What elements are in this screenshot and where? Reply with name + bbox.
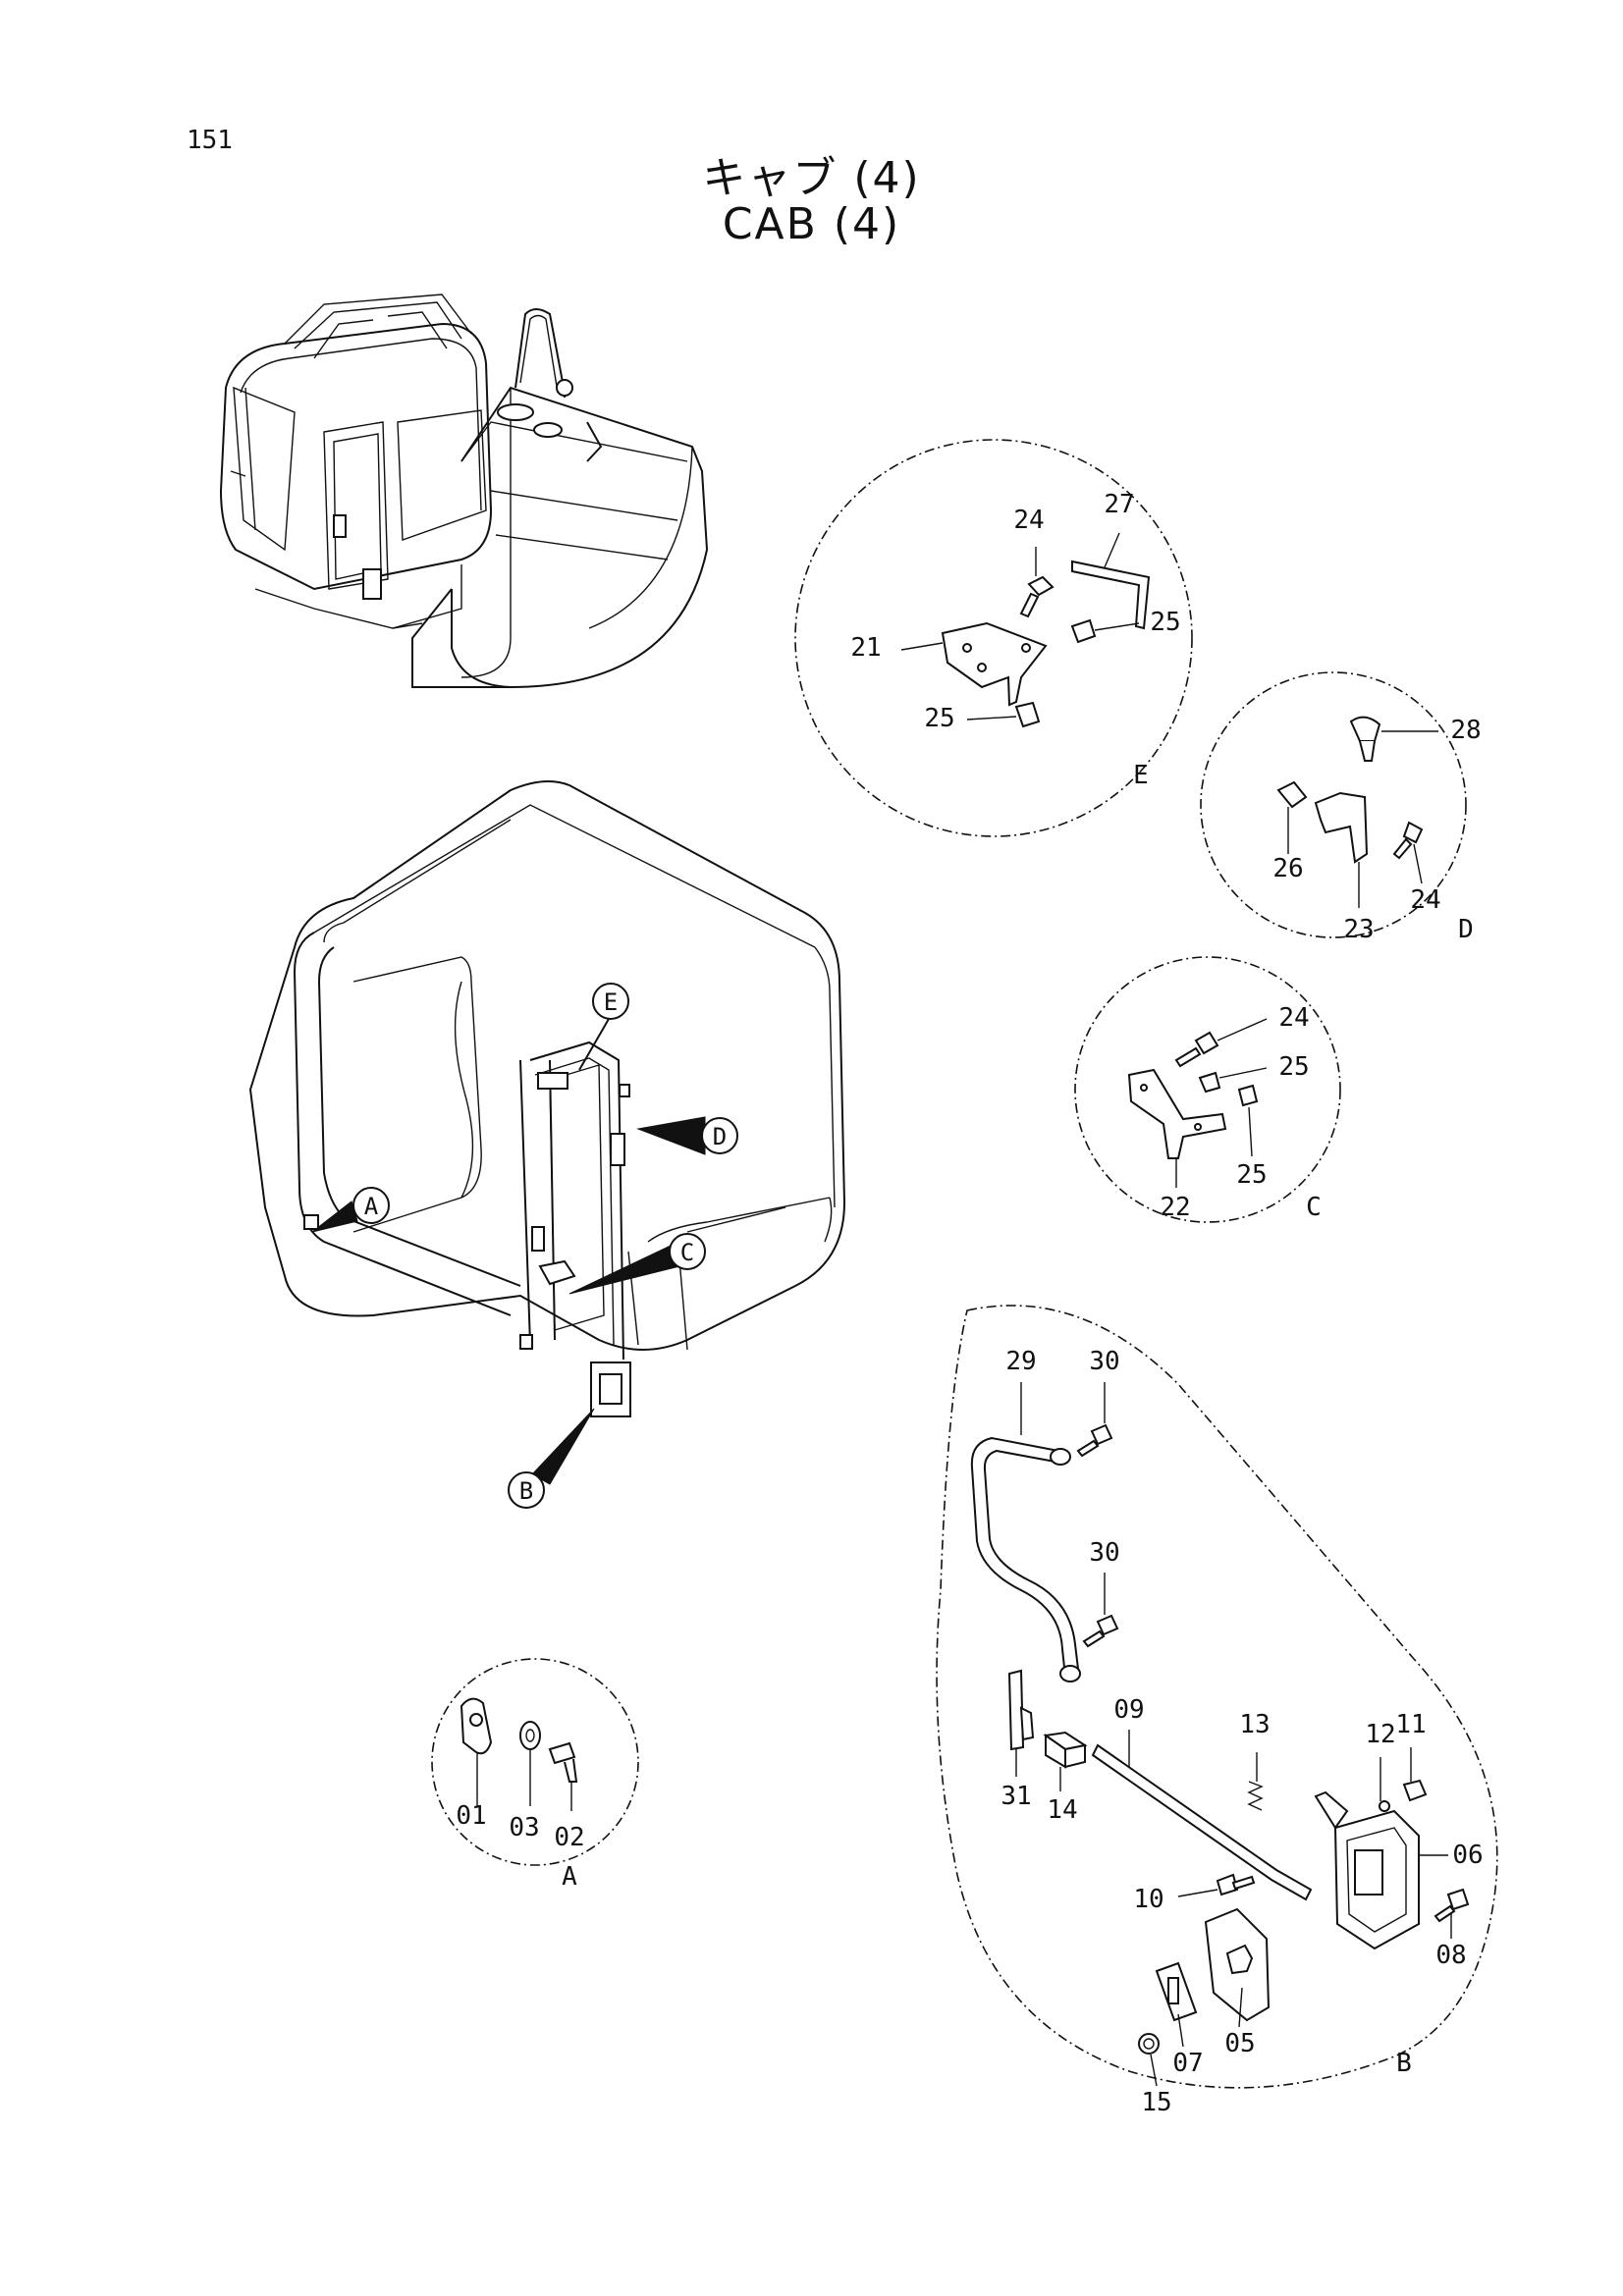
- page-number: 151: [187, 126, 233, 155]
- part-24-bolt: [1027, 575, 1055, 597]
- detail-A-part-03: 03: [509, 1813, 539, 1842]
- detail-B-part-14: 14: [1047, 1795, 1077, 1825]
- detail-B-part-11: 11: [1395, 1710, 1426, 1739]
- part-27-key: [1071, 560, 1151, 630]
- detail-C-label: C: [1306, 1193, 1322, 1222]
- callout-D[interactable]: D: [636, 1116, 738, 1155]
- detail-C-part-25-lower: 25: [1236, 1160, 1267, 1190]
- part-25-nut-lower: [1014, 701, 1041, 728]
- part-08-bolt: [1446, 1888, 1470, 1911]
- detail-B-label: B: [1396, 2049, 1412, 2078]
- detail-E-part-25-lower: 25: [924, 704, 954, 733]
- detail-C-part-22: 22: [1160, 1193, 1190, 1222]
- part-02-screw: [548, 1741, 576, 1765]
- part-31-link: [1007, 1669, 1025, 1751]
- part-30-bolt-upper: [1090, 1423, 1113, 1446]
- detail-B-part-08: 08: [1435, 1941, 1466, 1970]
- detail-A-part-01: 01: [456, 1801, 486, 1831]
- part-30-bolt-lower: [1096, 1614, 1119, 1636]
- callout-E[interactable]: E: [578, 983, 629, 1071]
- detail-D: 28 26 23 24 D: [1200, 671, 1482, 944]
- cab-main-illustration: [248, 780, 846, 1417]
- detail-C-part-25: 25: [1278, 1052, 1309, 1082]
- part-24-bolt-D: [1402, 821, 1424, 844]
- detail-B-part-13: 13: [1239, 1710, 1270, 1739]
- page-title-english: CAB (4): [722, 199, 901, 249]
- detail-B-part-10: 10: [1133, 1885, 1163, 1914]
- detail-E-part-24: 24: [1013, 506, 1044, 535]
- callout-E-label: E: [604, 988, 618, 1016]
- detail-A-label: A: [562, 1862, 577, 1892]
- callout-B-label: B: [519, 1477, 533, 1505]
- callout-C-label: C: [680, 1239, 694, 1266]
- callout-D-label: D: [713, 1123, 727, 1150]
- detail-D-part-23: 23: [1343, 915, 1374, 944]
- detail-B-part-30-upper: 30: [1089, 1347, 1119, 1376]
- detail-E: 24 27 21 25 25 E: [794, 439, 1193, 837]
- part-26-nut: [1276, 780, 1308, 809]
- part-09-rod: [1091, 1743, 1313, 1901]
- part-23-bracket: [1314, 791, 1369, 864]
- part-11-nut: [1402, 1779, 1428, 1802]
- detail-C: 24 25 22 25 C: [1074, 956, 1341, 1223]
- detail-B-part-31: 31: [1001, 1782, 1031, 1811]
- part-28-plug: [1349, 716, 1381, 742]
- detail-E-part-21: 21: [850, 633, 881, 663]
- part-29-handle: [970, 1436, 1066, 1678]
- page-title-japanese: キャブ (4): [702, 153, 921, 203]
- detail-B: 29 30 30 09 13 12 11 31 14 06 10 08 05 0…: [936, 1305, 1498, 2117]
- detail-B-part-09: 09: [1113, 1695, 1144, 1725]
- detail-D-label: D: [1458, 915, 1474, 944]
- detail-B-part-30-lower: 30: [1089, 1538, 1119, 1568]
- detail-B-part-07: 07: [1172, 2049, 1203, 2078]
- detail-D-part-28: 28: [1450, 716, 1481, 745]
- detail-B-part-12: 12: [1365, 1720, 1395, 1749]
- detail-B-part-29: 29: [1005, 1347, 1036, 1376]
- detail-B-part-15: 15: [1141, 2088, 1171, 2117]
- part-10-screw: [1216, 1873, 1239, 1896]
- part-15-knob: [1138, 2033, 1160, 2055]
- detail-C-part-24: 24: [1278, 1003, 1309, 1033]
- part-12-washer: [1379, 1800, 1390, 1812]
- detail-E-label: E: [1133, 761, 1149, 790]
- part-22-bracket: [1127, 1068, 1227, 1159]
- callout-C[interactable]: C: [568, 1233, 706, 1295]
- detail-E-part-25: 25: [1150, 608, 1180, 637]
- part-21-bracket: [941, 621, 1048, 707]
- detail-A: 01 03 02 A: [431, 1658, 639, 1892]
- part-13-spring: [1247, 1781, 1264, 1811]
- detail-D-part-24: 24: [1410, 885, 1440, 915]
- part-25-nut: [1070, 618, 1097, 644]
- callout-A[interactable]: A: [311, 1187, 390, 1233]
- callout-B[interactable]: B: [508, 1408, 595, 1509]
- detail-E-part-27: 27: [1104, 490, 1134, 519]
- part-03-washer: [519, 1721, 541, 1750]
- part-25-nut-C: [1198, 1071, 1221, 1094]
- detail-D-part-26: 26: [1272, 854, 1303, 883]
- detail-B-part-06: 06: [1452, 1841, 1483, 1870]
- excavator-overview-illustration: [219, 294, 709, 689]
- detail-B-part-05: 05: [1224, 2029, 1255, 2058]
- callout-A-label: A: [364, 1193, 379, 1220]
- part-24-bolt-C: [1194, 1031, 1219, 1055]
- detail-A-part-02: 02: [554, 1823, 584, 1852]
